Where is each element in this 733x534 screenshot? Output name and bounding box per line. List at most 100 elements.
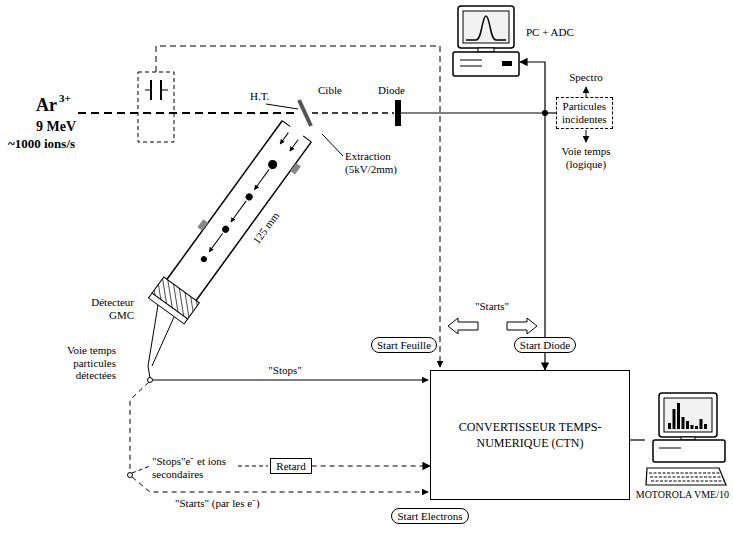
node-label: CONVERTISSEUR TEMPS-NUMERIQUE (CTN): [455, 419, 605, 451]
node-label: Start Feuille: [377, 339, 431, 351]
ion-beam: [78, 112, 298, 114]
computer-drawing: [677, 403, 680, 429]
target-foil: [266, 100, 311, 126]
signal-label: Voie temps particules détectées: [50, 344, 116, 382]
flight-tube: [290, 140, 298, 151]
computer-drawing: [653, 440, 725, 462]
computer-drawing: [659, 393, 717, 437]
signal-connector: [630, 439, 645, 440]
flight-tube: [282, 121, 290, 127]
computer-icon: PC + ADC: [452, 4, 520, 78]
computer-drawing: [686, 421, 689, 429]
computer-drawing: [458, 6, 514, 48]
beam-chopper: [138, 72, 174, 142]
flight-tube: [148, 293, 187, 324]
wire-junction: [148, 378, 153, 383]
signal-label: Spectro: [569, 71, 603, 84]
converter-box: CONVERTISSEUR TEMPS-NUMERIQUE (CTN): [430, 370, 630, 500]
computer-drawing: [682, 417, 685, 429]
computer-drawing: [668, 423, 671, 429]
ion-beam: [78, 113, 556, 114]
detector-wires: [238, 466, 268, 467]
computer-drawing: [700, 419, 703, 429]
flight-tube: [197, 219, 208, 231]
hollow-arrow: [448, 318, 478, 334]
computer-drawing: [673, 409, 676, 429]
beam-chopper: [138, 72, 174, 142]
beam-chopper: [161, 90, 168, 91]
beam-chopper: [145, 90, 151, 91]
diode-detector: [395, 100, 401, 126]
signal-connector: [520, 62, 545, 370]
computer-drawing: [502, 61, 512, 66]
flight-tube: [280, 133, 288, 144]
leader-line: [322, 134, 343, 156]
start-tag: Start Electrons: [391, 508, 468, 525]
dimension-label: 125 mm: [250, 210, 282, 247]
computer-drawing: [695, 426, 698, 429]
hollow-arrow: [448, 318, 537, 334]
flight-tube: [303, 136, 311, 142]
part-label: H.T.: [250, 90, 269, 103]
signal-label: "Stops"e⁻ et ions secondaires: [152, 455, 252, 480]
node-label: Particules incidentes: [562, 100, 607, 125]
signal-arrows: [586, 87, 587, 97]
computer-drawing: [650, 477, 722, 478]
signal-label: "Starts" (par les e⁻): [175, 497, 260, 510]
flight-tube: [196, 142, 311, 301]
detector-wires: [130, 305, 428, 492]
field-note: Extraction (5kV/2mm): [345, 150, 407, 175]
foil-start-wire: [156, 46, 440, 367]
computer-drawing: [651, 481, 724, 482]
flight-tube: [147, 117, 316, 325]
computer-drawing: [664, 398, 712, 432]
charge-state: 3+: [59, 92, 71, 105]
computer-icon: MOTOROLA VME/10: [645, 392, 727, 487]
flight-tube: [231, 201, 246, 222]
flight-tube: [267, 159, 278, 170]
part-label: Détecteur GMC: [70, 296, 134, 321]
ion-beam: [401, 112, 545, 113]
beam-energy: 9 MeV: [36, 119, 76, 135]
computer-drawing: [460, 66, 482, 67]
computer-drawing: [453, 52, 519, 76]
target-foil: [299, 100, 311, 126]
node-label: Start Diode: [520, 339, 570, 351]
computer-drawing: [649, 473, 721, 474]
computer-drawing: [659, 448, 681, 449]
start-tag: Start Diode: [514, 337, 576, 354]
computer-drawing: [691, 425, 694, 429]
computer-drawing: [452, 4, 520, 78]
signal-connector: [312, 465, 430, 466]
detector-wires: [148, 305, 158, 378]
signal-arrows: [586, 130, 587, 142]
flight-tube: [245, 193, 253, 201]
computer-drawing: [460, 60, 482, 61]
flight-tube: [200, 256, 207, 263]
detector-wires: [132, 466, 150, 473]
computer-drawing: [466, 16, 506, 40]
detector-wires: [153, 380, 428, 381]
delay-box: Retard: [270, 458, 311, 475]
part-label: Diode: [378, 84, 405, 97]
signal-box: Particules incidentes: [556, 97, 613, 128]
flight-tube: [254, 169, 269, 189]
start-tag: Start Feuille: [371, 337, 437, 354]
flight-tube: [290, 163, 301, 175]
computer-drawing: [645, 392, 727, 487]
hollow-arrow: [507, 318, 537, 334]
detector-wires: [130, 382, 149, 472]
target-foil: [266, 104, 298, 109]
node-label: Retard: [276, 460, 305, 472]
computer-drawing: [463, 11, 509, 43]
signal-label: "Stops": [268, 364, 301, 377]
ion-name: Ar: [36, 95, 57, 116]
flight-tube: [167, 121, 282, 280]
flight-tube: [221, 225, 229, 233]
computer-drawing: [646, 468, 726, 485]
computer-drawing: [704, 424, 707, 429]
signal-label: "Starts": [475, 300, 509, 313]
ion-beam: [312, 112, 394, 114]
wire-junction: [128, 473, 133, 478]
